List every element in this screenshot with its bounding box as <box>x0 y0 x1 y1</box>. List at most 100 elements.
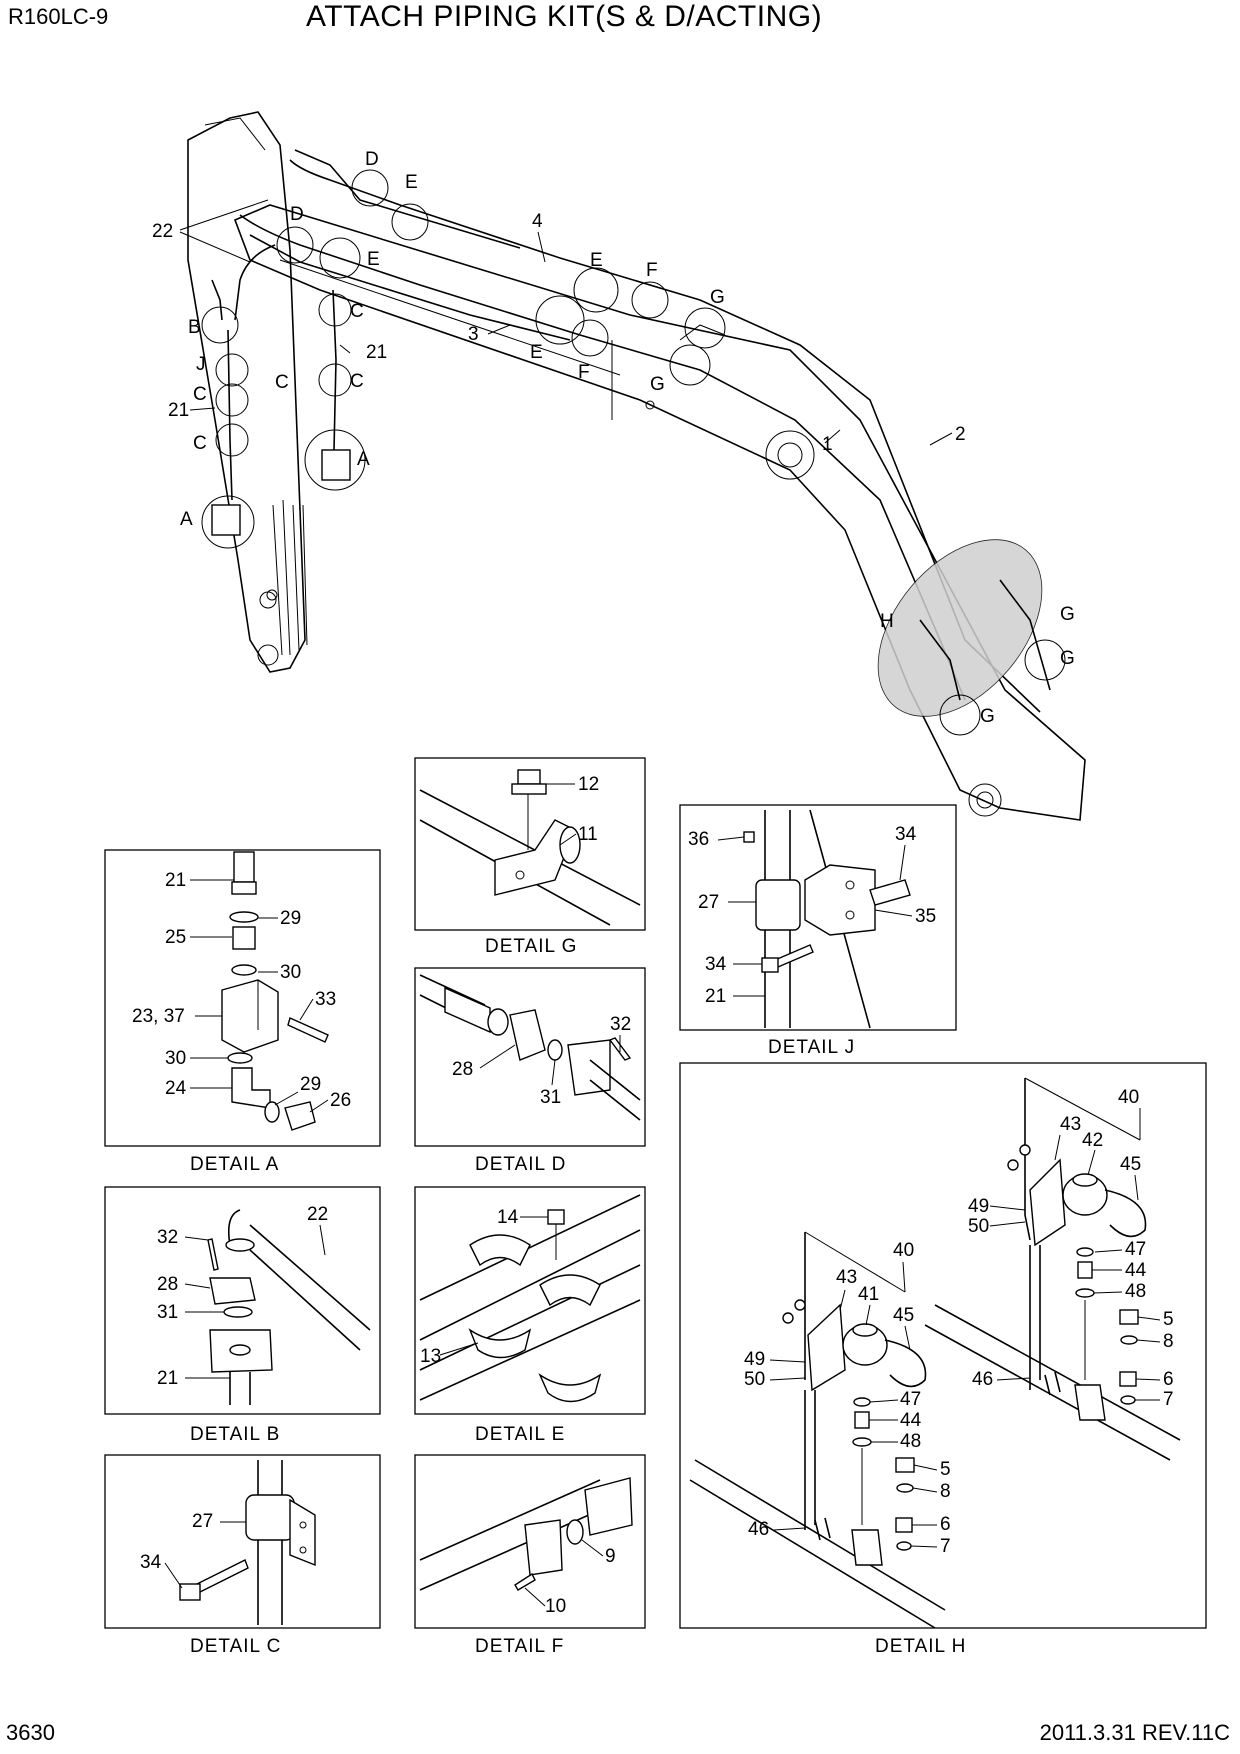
svg-text:G: G <box>650 374 665 395</box>
part-label: 28 <box>452 1059 473 1080</box>
svg-text:47: 47 <box>900 1389 921 1410</box>
part-label: 4 <box>532 211 543 232</box>
part-label: 35 <box>915 906 936 927</box>
detail-a: 21 29 25 30 33 23, 37 30 24 29 26 DETAIL… <box>104 849 381 1175</box>
svg-text:D: D <box>290 204 304 225</box>
detail-caption: DETAIL G <box>485 936 577 957</box>
svg-text:C: C <box>350 301 364 322</box>
svg-text:8: 8 <box>940 1481 951 1502</box>
svg-text:42: 42 <box>1082 1130 1103 1151</box>
part-label: 13 <box>420 1346 441 1367</box>
svg-text:44: 44 <box>1125 1260 1147 1281</box>
part-label: 10 <box>545 1596 566 1617</box>
part-label: 36 <box>688 829 709 850</box>
svg-text:E: E <box>590 250 603 271</box>
svg-text:G: G <box>1060 648 1075 669</box>
part-label: 31 <box>540 1087 561 1108</box>
svg-text:43: 43 <box>1060 1114 1081 1135</box>
svg-text:C: C <box>350 371 364 392</box>
part-label: 12 <box>578 774 599 795</box>
part-label: 34 <box>705 954 727 975</box>
part-label: 26 <box>330 1090 351 1111</box>
svg-text:E: E <box>405 172 418 193</box>
svg-text:E: E <box>530 342 543 363</box>
detail-d: 32 28 31 DETAIL D <box>414 967 646 1175</box>
detail-caption: DETAIL A <box>190 1154 279 1175</box>
part-label: 21 <box>165 870 186 891</box>
svg-text:J: J <box>196 354 206 375</box>
part-label: 11 <box>578 824 598 845</box>
svg-text:8: 8 <box>1163 1331 1174 1352</box>
svg-text:49: 49 <box>744 1349 765 1370</box>
svg-text:50: 50 <box>968 1216 989 1237</box>
detail-caption: DETAIL J <box>768 1037 855 1058</box>
svg-text:5: 5 <box>1163 1309 1174 1330</box>
revision-date: 2011.3.31 REV.11C <box>1039 1720 1230 1745</box>
part-label: 32 <box>157 1227 178 1248</box>
svg-text:49: 49 <box>968 1196 989 1217</box>
svg-text:50: 50 <box>744 1369 765 1390</box>
part-label: 34 <box>895 824 917 845</box>
detail-caption: DETAIL H <box>875 1636 966 1657</box>
part-label: 14 <box>497 1207 519 1228</box>
part-label: 27 <box>192 1511 213 1532</box>
svg-text:A: A <box>180 509 193 530</box>
part-label: 30 <box>165 1048 186 1069</box>
svg-text:44: 44 <box>900 1410 922 1431</box>
part-label: 34 <box>140 1552 162 1573</box>
svg-text:46: 46 <box>748 1519 769 1540</box>
main-view-part-labels: 1 2 3 4 21 21 22 <box>152 199 966 455</box>
svg-text:40: 40 <box>1118 1087 1139 1108</box>
svg-text:5: 5 <box>940 1459 951 1480</box>
part-label: 22 <box>152 221 173 242</box>
detail-j: 36 34 27 35 34 21 DETAIL J <box>679 804 957 1058</box>
svg-text:G: G <box>710 287 725 308</box>
svg-text:6: 6 <box>940 1514 951 1535</box>
detail-marker-circles <box>201 169 1066 736</box>
svg-text:B: B <box>188 317 201 338</box>
detail-caption: DETAIL D <box>475 1154 566 1175</box>
svg-text:H: H <box>880 611 894 632</box>
svg-text:F: F <box>646 260 658 281</box>
part-label: 21 <box>705 986 726 1007</box>
part-label: 22 <box>307 1204 328 1225</box>
detail-caption: DETAIL B <box>190 1424 280 1445</box>
part-label: 2 <box>955 424 966 445</box>
svg-text:6: 6 <box>1163 1369 1174 1390</box>
part-label: 3 <box>468 324 479 345</box>
svg-text:A: A <box>357 449 370 470</box>
part-label: 29 <box>280 908 301 929</box>
detail-caption: DETAIL F <box>475 1636 564 1657</box>
part-label: 23, 37 <box>132 1006 185 1027</box>
detail-h: 40 43 42 45 49 50 47 44 48 5 8 6 7 46 40… <box>679 1062 1207 1657</box>
detail-caption: DETAIL E <box>475 1424 565 1445</box>
svg-text:45: 45 <box>893 1305 914 1326</box>
svg-text:43: 43 <box>836 1267 857 1288</box>
svg-text:E: E <box>367 249 380 270</box>
part-label: 30 <box>280 962 301 983</box>
detail-h-labels: 40 43 42 45 49 50 47 44 48 5 8 6 7 46 40… <box>744 1087 1174 1557</box>
main-view-detail-markers: A A B C C C C C D D E E E E F F G G G G … <box>180 149 1075 727</box>
part-label: 25 <box>165 927 186 948</box>
part-label: 29 <box>300 1074 321 1095</box>
part-label: 24 <box>165 1078 187 1099</box>
svg-text:45: 45 <box>1120 1154 1141 1175</box>
svg-text:41: 41 <box>858 1284 879 1305</box>
part-label: 21 <box>366 342 387 363</box>
part-label: 21 <box>168 400 189 421</box>
part-label: 33 <box>315 989 336 1010</box>
part-label: 27 <box>698 892 719 913</box>
detail-f: 9 10 DETAIL F <box>414 1454 646 1657</box>
svg-text:47: 47 <box>1125 1239 1146 1260</box>
svg-text:40: 40 <box>893 1240 914 1261</box>
svg-text:C: C <box>193 384 207 405</box>
svg-text:D: D <box>365 149 379 170</box>
svg-text:48: 48 <box>900 1431 921 1452</box>
part-label: 31 <box>157 1302 178 1323</box>
part-label: 9 <box>605 1546 616 1567</box>
page-number: 3630 <box>6 1720 55 1745</box>
svg-text:46: 46 <box>972 1369 993 1390</box>
svg-text:7: 7 <box>1163 1389 1174 1410</box>
detail-caption: DETAIL C <box>190 1636 281 1657</box>
